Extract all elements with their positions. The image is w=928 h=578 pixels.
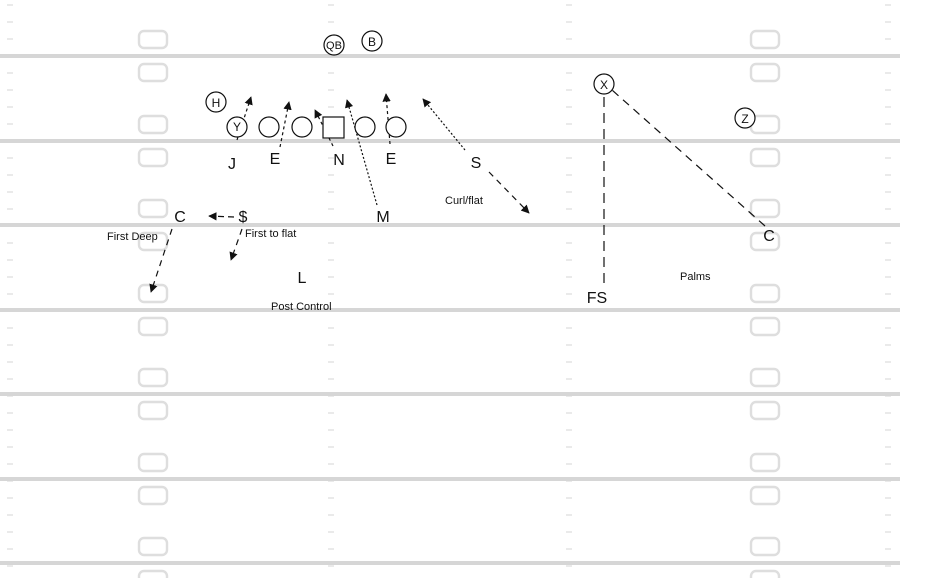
e-right-route-line [382,93,391,145]
field-number-plate [137,485,169,506]
defender-e-left: E [270,151,281,168]
field-number-plate [749,147,781,168]
x-circle [593,73,615,95]
center [322,116,345,139]
s-route-flat-line [488,171,530,214]
defender-fs: FS [587,290,607,307]
field-number-plate [749,316,781,337]
field-number-plate [749,485,781,506]
qb-label: QB [326,40,342,52]
left-guard [291,116,313,138]
offensive-skill-players: QB B H Y X Z [205,30,756,138]
field-number-plate [137,283,169,304]
c-left-deep-line [149,228,173,293]
field-number-plate [137,114,169,135]
e-left-route-line [279,101,292,148]
b-circle [361,30,383,52]
field-background [0,4,900,578]
field-number-plate [749,198,781,219]
z-label: Z [741,112,748,126]
field-number-plate [137,147,169,168]
h-label: H [212,96,221,110]
yard-line [0,477,900,481]
defender-c-left: C [174,209,186,226]
defender-n: N [333,152,345,169]
money-flat-line [208,212,235,221]
coverage-notes: First Deep First to flat Curl/flat Post … [107,195,711,313]
offensive-line [258,116,407,139]
field-number-plate [137,536,169,557]
field-number-plate [749,536,781,557]
field-number-plate [749,29,781,50]
field-number-plate [749,400,781,421]
s-route-deep-line [422,98,466,151]
field-number-plate [137,198,169,219]
field-number-plate [749,283,781,304]
yard-line [0,561,900,565]
defender-j: J [228,156,236,173]
yard-line [0,392,900,396]
defender-s: S [471,155,482,172]
note-first-deep: First Deep [107,231,158,243]
field-number-plate [749,231,781,252]
money-down-line [229,228,243,261]
field-number-plate [749,367,781,388]
yard-line [0,139,900,143]
field-number-plate [749,62,781,83]
field-number-plate [137,29,169,50]
yard-line [0,223,900,227]
note-first-to-flat: First to flat [245,228,296,240]
note-palms: Palms [680,271,711,283]
defender-e-right: E [386,151,397,168]
defender-l: L [298,270,307,287]
defensive-players: J E N E S M C $ L FS C [174,151,775,307]
note-curl-flat: Curl/flat [445,195,483,207]
field-number-plate [137,231,169,252]
right-guard [354,116,376,138]
defender-m: M [376,209,389,226]
c-right-route-line [611,89,766,227]
field-number-plate [137,400,169,421]
field-number-plate [137,316,169,337]
b-label: B [368,35,376,49]
z-circle [734,107,756,129]
field-number-plate [749,569,781,578]
defender-money: $ [239,209,248,226]
left-tackle [258,116,280,138]
y-circle [226,116,248,138]
x-label: X [600,78,608,92]
qb-circle [323,34,345,56]
defender-c-right: C [763,228,775,245]
field-number-plate [137,569,169,578]
yard-line [0,54,900,58]
m-route-line [345,99,378,206]
field-number-plate [137,62,169,83]
field-number-plate [137,367,169,388]
y-label: Y [233,120,241,134]
yard-line [0,308,900,312]
field-number-plate [749,452,781,473]
h-circle [205,91,227,113]
right-tackle [385,116,407,138]
field-number-plate [137,452,169,473]
note-post-control: Post Control [271,301,332,313]
